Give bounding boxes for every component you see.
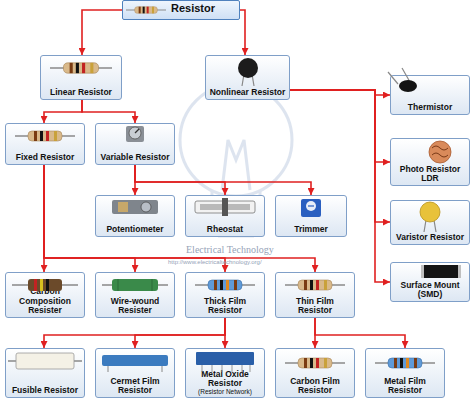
category-box: Linear Resistor [40, 55, 122, 100]
root-box: Resistor [122, 0, 240, 20]
box-label: Thick Film Resistor [188, 297, 262, 315]
branch-arrow [224, 318, 226, 348]
box-label: Rheostat [207, 225, 243, 234]
branch-arrow [44, 100, 82, 123]
branch-arrow [315, 318, 405, 348]
box-label: Carbon Composition Resister [8, 287, 82, 315]
branch-arrow [135, 165, 225, 195]
box-label: Thin Film Resistor [278, 297, 352, 315]
box-label: Varistor Resistor [396, 233, 464, 242]
box-label: Fixed Resistor [16, 153, 75, 162]
category-box: Metal Film Resistor [365, 348, 445, 398]
box-label: Carbon Film Resistor [278, 377, 352, 395]
box-label: Fusible Resistor [12, 386, 78, 395]
branch-arrow [82, 100, 135, 123]
box-label: Wire-wound Resister [98, 297, 172, 315]
box-label: Variable Resistor [101, 153, 170, 162]
category-box: Wire-wound Resister [95, 272, 175, 318]
category-box: Fusible Resistor [5, 348, 85, 398]
branch-arrow [44, 318, 225, 348]
branch-arrow [290, 90, 390, 282]
category-box: Variable Resistor [95, 123, 175, 165]
box-label: Metal Oxide Resistor [188, 370, 262, 388]
category-box: Thick Film Resistor [185, 272, 265, 318]
category-box: Thin Film Resistor [275, 272, 355, 318]
box-label: Trimmer [294, 225, 328, 234]
watermark-text: http://www.electricaltechnology.org/ [168, 259, 262, 265]
category-box: Photo Resistor LDR [390, 138, 470, 186]
box-label: Metal Film Resistor [368, 377, 442, 395]
branch-arrow [240, 10, 245, 55]
box-label: Potentiometer [106, 225, 163, 234]
category-box: Nonlinear Resistor [205, 55, 290, 100]
category-box: Cermet Film Resistor [95, 348, 175, 398]
category-box: Carbon Film Resistor [275, 348, 355, 398]
category-box: Potentiometer [95, 195, 175, 237]
box-label: Cermet Film Resistor [98, 377, 172, 395]
category-box: Surface Mount (SMD) [390, 262, 470, 302]
box-label: Nonlinear Resistor [210, 88, 286, 97]
box-label: Surface Mount (SMD) [393, 281, 467, 299]
branch-arrow [135, 165, 311, 195]
box-label: Photo Resistor LDR [393, 165, 467, 183]
branch-arrow [82, 10, 122, 55]
category-box: Trimmer [275, 195, 347, 237]
box-label: Thermistor [408, 103, 452, 112]
category-box: Thermistor [390, 75, 470, 115]
branch-arrow [135, 318, 225, 348]
box-subtitle: (Resistor Network) [198, 388, 252, 395]
category-box: Rheostat [185, 195, 265, 237]
box-label: Linear Resistor [50, 88, 112, 97]
box-label: Resistor [171, 3, 215, 15]
category-box: Carbon Composition Resister [5, 272, 85, 318]
watermark-text: Electrical Technology [186, 244, 274, 255]
category-box: Metal Oxide Resistor(Resistor Network) [185, 348, 265, 398]
category-box: Fixed Resistor [5, 123, 85, 165]
category-box: Varistor Resistor [390, 200, 470, 245]
